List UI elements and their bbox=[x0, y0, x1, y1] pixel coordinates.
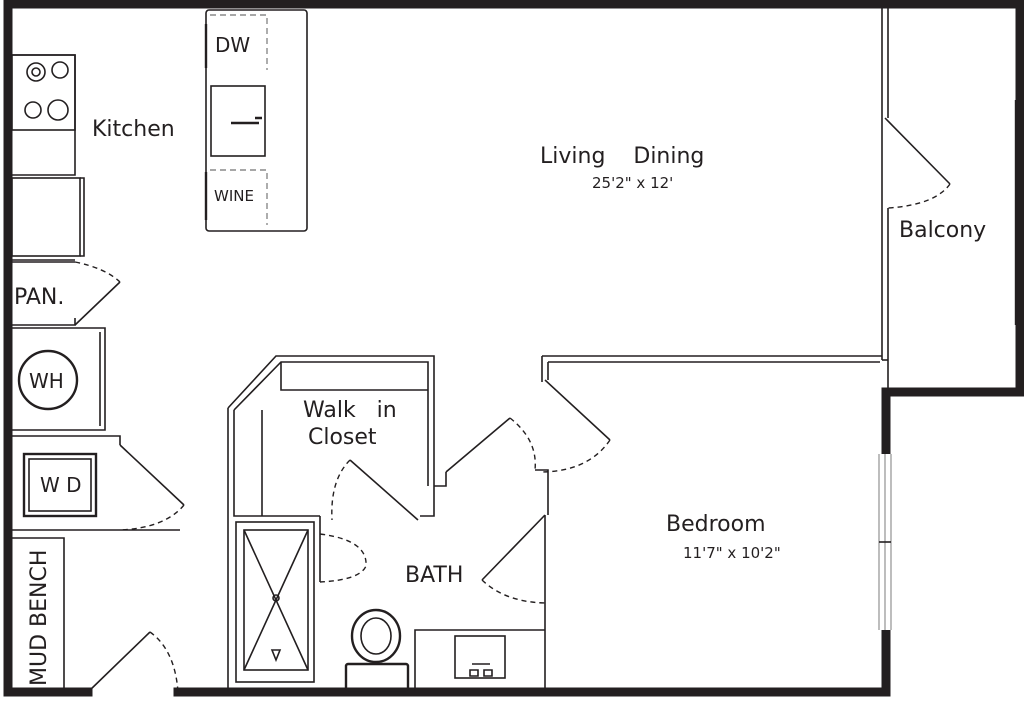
bath-door bbox=[481, 514, 546, 581]
laundry-door bbox=[119, 444, 185, 506]
balcony-door bbox=[884, 117, 951, 185]
exterior-wall-right-lower bbox=[881, 0, 1024, 697]
bedroom-label: Bedroom bbox=[666, 512, 766, 537]
pantry-door bbox=[74, 281, 121, 326]
entry-door bbox=[87, 631, 179, 693]
bedroom-dimensions: 11'7" x 10'2" bbox=[683, 544, 781, 562]
laundry bbox=[12, 435, 185, 531]
washer-dryer-icon bbox=[22, 452, 98, 518]
kitchen-island bbox=[204, 9, 308, 232]
shower-icon bbox=[235, 521, 315, 683]
kitchen-counter bbox=[11, 54, 85, 261]
water-heater-closet bbox=[12, 327, 106, 431]
pantry-label: PAN. bbox=[14, 285, 64, 310]
living-dining-dimensions: 25'2" x 12' bbox=[592, 174, 673, 192]
balcony-label: Balcony bbox=[899, 218, 986, 243]
wine-label: WINE bbox=[214, 187, 254, 205]
living-dining-label: Living Dining bbox=[540, 144, 704, 169]
balcony-partition bbox=[881, 8, 951, 390]
exterior-walls bbox=[3, 0, 1024, 697]
water-heater-label: WH bbox=[29, 369, 64, 393]
bath bbox=[227, 514, 546, 692]
walk-in-closet-label-2: Closet bbox=[308, 425, 377, 450]
bath-label: BATH bbox=[405, 563, 463, 588]
walk-in-closet bbox=[227, 355, 435, 521]
toilet-icon bbox=[344, 608, 410, 692]
mud-bench bbox=[12, 537, 65, 690]
bedroom-walls bbox=[539, 355, 882, 473]
bedroom-window bbox=[878, 454, 892, 630]
dishwasher-label: DW bbox=[215, 33, 250, 57]
mud-bench-label: MUD BENCH bbox=[27, 550, 52, 686]
pantry bbox=[12, 261, 121, 326]
washer-dryer-label: W D bbox=[40, 473, 82, 497]
water-heater-icon bbox=[17, 349, 79, 411]
closet-entry-doors bbox=[434, 417, 549, 515]
closet-door bbox=[349, 459, 419, 521]
bedroom-door bbox=[544, 379, 611, 441]
stove-icon bbox=[24, 61, 69, 121]
kitchen-label: Kitchen bbox=[92, 117, 175, 142]
walk-in-closet-label-1: Walk in bbox=[303, 398, 397, 423]
vanity-sink-icon bbox=[414, 629, 545, 692]
